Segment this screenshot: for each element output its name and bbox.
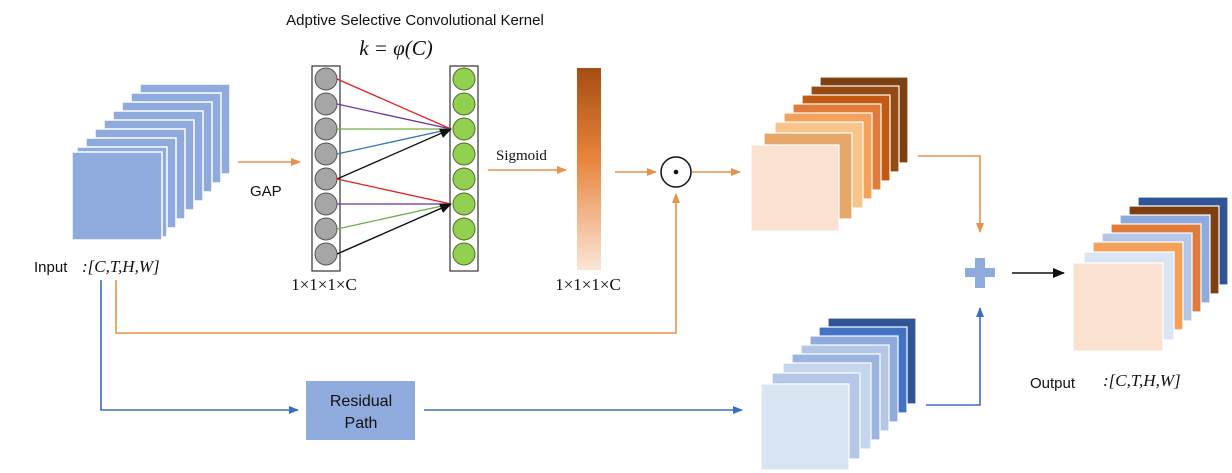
input-skip-arrow [115,193,680,334]
left-neuron [314,217,338,241]
dims-right-label: 1×1×1×C [555,275,621,294]
connection-line [336,178,452,205]
residual-to-plus-arrow [926,307,984,406]
connection-line [336,128,452,155]
connection-arrow [336,203,452,255]
left-neuron [314,92,338,116]
right-neuron [452,217,476,241]
diagram-title: Adptive Selective Convolutional Kernel [286,12,544,29]
left-neuron [314,192,338,216]
residual-input-arrow [100,280,299,414]
output-label: Output [1030,375,1076,392]
left-neuron [314,67,338,91]
right-neuron [452,117,476,141]
right-neuron [452,92,476,116]
input-shape: :[C,T,H,W] [82,257,160,276]
left-neuron [314,117,338,141]
input-label: Input [34,259,68,276]
right-neurons [452,67,476,266]
right-neuron [452,67,476,91]
residual-path-label-line1: Residual [330,393,392,410]
left-neuron [314,142,338,166]
neuron-connections [336,78,452,255]
addition-plus-icon [965,258,995,288]
connection-line [336,203,452,230]
input-feature-stack [71,83,231,241]
output-shape: :[C,T,H,W] [1103,371,1181,390]
residual-path-label-line2: Path [345,415,378,432]
right-neuron [452,242,476,266]
output-feature-stack [1072,196,1229,352]
sigmoid-label: Sigmoid [496,148,547,164]
residual-feature-stack [760,317,917,471]
dims-left-label: 1×1×1×C [291,275,357,294]
right-neuron [452,167,476,191]
left-neuron [314,242,338,266]
elementwise-multiply-icon [660,156,692,188]
gap-label: GAP [250,183,282,200]
connection-line [336,103,452,130]
right-neuron [452,142,476,166]
connection-line [336,78,452,130]
connection-arrow [336,128,452,180]
kernel-formula: k = φ(C) [359,36,433,60]
weighted-feature-stack [750,76,909,232]
sigmoid-weight-bar [577,68,601,270]
residual-path-box [306,381,415,440]
right-neuron [452,192,476,216]
left-neuron [314,167,338,191]
weighted-to-plus-arrow [918,155,984,233]
